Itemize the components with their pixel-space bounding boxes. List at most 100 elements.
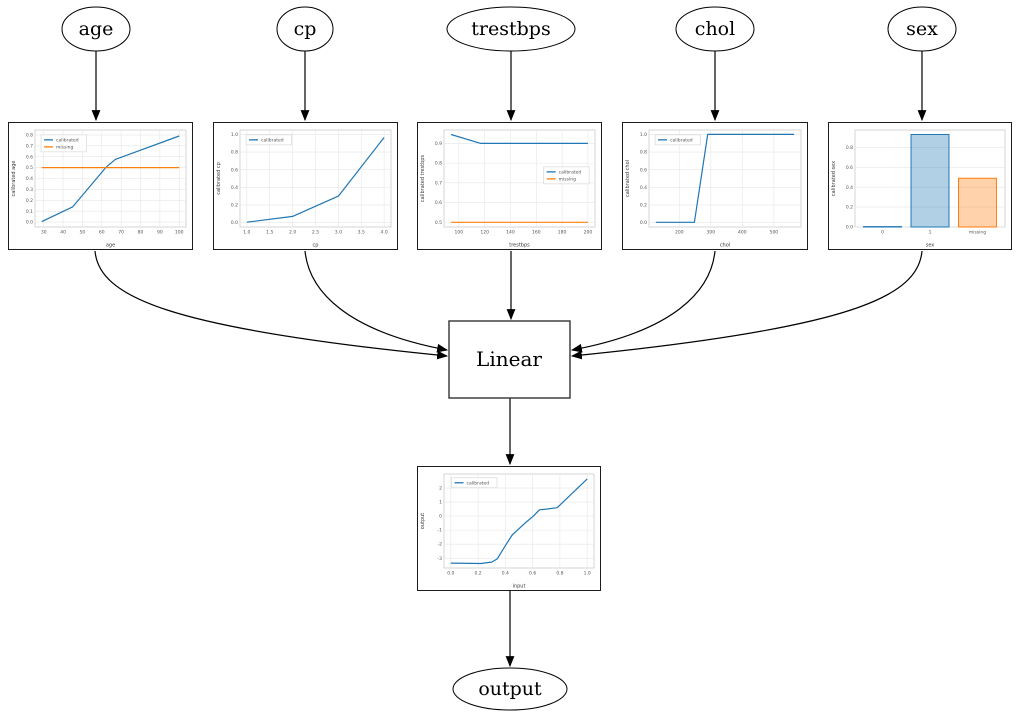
svg-text:1.0: 1.0 xyxy=(640,132,647,138)
edge-cholplot-to-linear xyxy=(570,250,716,353)
edge-sexplot-to-linear xyxy=(570,250,923,360)
svg-text:0.4: 0.4 xyxy=(846,185,853,191)
chol-label: chol xyxy=(695,18,735,40)
svg-text:100: 100 xyxy=(175,230,184,236)
sex-label: sex xyxy=(906,18,938,40)
svg-text:1.0: 1.0 xyxy=(231,132,238,138)
svg-text:400: 400 xyxy=(738,230,747,236)
svg-text:0.8: 0.8 xyxy=(26,133,33,139)
svg-text:0.0: 0.0 xyxy=(447,571,454,577)
svg-text:calibrated: calibrated xyxy=(559,169,582,175)
svg-text:4.0: 4.0 xyxy=(381,230,388,236)
svg-text:missing: missing xyxy=(559,176,576,182)
legend: calibrated xyxy=(451,477,498,489)
svg-text:0.6: 0.6 xyxy=(529,571,536,577)
svg-text:0.3: 0.3 xyxy=(26,187,33,193)
edges xyxy=(91,51,927,668)
svg-text:2: 2 xyxy=(439,486,442,492)
svg-text:-1: -1 xyxy=(438,528,443,534)
svg-text:0: 0 xyxy=(881,230,884,236)
x-axis-label: trestbps xyxy=(509,243,530,249)
svg-text:0.8: 0.8 xyxy=(846,145,853,151)
node-sex: sex xyxy=(887,6,957,52)
svg-text:200: 200 xyxy=(675,230,684,236)
svg-text:2.5: 2.5 xyxy=(312,230,319,236)
y-axis-label: calibrated sex xyxy=(831,161,837,196)
svg-text:0.6: 0.6 xyxy=(846,165,853,171)
x-axis-label: age xyxy=(106,243,115,249)
svg-text:0.2: 0.2 xyxy=(26,198,33,204)
svg-text:1: 1 xyxy=(439,500,442,506)
svg-text:500: 500 xyxy=(770,230,779,236)
svg-text:0.5: 0.5 xyxy=(26,165,33,171)
legend: calibrated xyxy=(245,134,292,146)
svg-text:70: 70 xyxy=(118,230,124,236)
svg-text:0.5: 0.5 xyxy=(435,220,442,226)
trestbps-label: trestbps xyxy=(471,18,550,40)
svg-text:140: 140 xyxy=(506,230,515,236)
svg-text:missing: missing xyxy=(969,230,986,236)
svg-text:0.0: 0.0 xyxy=(640,220,647,226)
x-axis-label: cp xyxy=(313,243,319,249)
node-linear: Linear xyxy=(448,320,571,399)
bar-1 xyxy=(910,133,950,228)
svg-text:0.8: 0.8 xyxy=(435,161,442,167)
edge-ageplot-to-linear xyxy=(94,250,449,360)
series-calibrated xyxy=(450,133,588,144)
svg-text:80: 80 xyxy=(138,230,144,236)
svg-text:0.7: 0.7 xyxy=(26,143,33,149)
y-axis-label: calibrated chol xyxy=(625,160,631,197)
svg-text:50: 50 xyxy=(80,230,86,236)
svg-text:0.2: 0.2 xyxy=(475,571,482,577)
age-ellipse xyxy=(61,6,131,52)
cp-label: cp xyxy=(294,18,317,40)
svg-text:300: 300 xyxy=(707,230,716,236)
svg-text:0.4: 0.4 xyxy=(231,185,238,191)
edge-cpplot-to-linear xyxy=(304,250,449,353)
svg-text:0.6: 0.6 xyxy=(26,154,33,160)
age-label: age xyxy=(79,18,114,40)
node-trestbps: trestbps xyxy=(446,6,576,52)
svg-text:calibrated: calibrated xyxy=(670,137,693,143)
svg-text:0.2: 0.2 xyxy=(846,205,853,211)
svg-text:0.7: 0.7 xyxy=(435,180,442,186)
svg-text:calibrated: calibrated xyxy=(467,480,490,486)
node-chol: chol xyxy=(675,6,755,52)
svg-text:0.8: 0.8 xyxy=(640,150,647,156)
node-output: output xyxy=(452,667,568,711)
svg-text:100: 100 xyxy=(455,230,464,236)
svg-text:0.2: 0.2 xyxy=(640,203,647,209)
svg-text:1: 1 xyxy=(929,230,932,236)
svg-text:0.8: 0.8 xyxy=(556,571,563,577)
svg-text:0.2: 0.2 xyxy=(231,203,238,209)
svg-text:-2: -2 xyxy=(438,542,443,548)
trestbps-ellipse xyxy=(446,6,576,52)
svg-text:160: 160 xyxy=(532,230,541,236)
svg-text:2.0: 2.0 xyxy=(289,230,296,236)
node-cp: cp xyxy=(276,6,334,52)
y-axis-label: calibrated age xyxy=(11,161,17,197)
svg-text:1.5: 1.5 xyxy=(266,230,273,236)
x-axis-label: sex xyxy=(926,243,935,249)
svg-text:0.4: 0.4 xyxy=(502,571,509,577)
svg-text:3.0: 3.0 xyxy=(335,230,342,236)
sex-ellipse xyxy=(887,6,957,52)
svg-text:0.4: 0.4 xyxy=(26,176,33,182)
plot-area xyxy=(443,473,595,569)
bars xyxy=(863,133,997,228)
svg-text:0.6: 0.6 xyxy=(435,200,442,206)
series-calibrated xyxy=(655,133,795,223)
y-axis-label: output xyxy=(420,513,426,530)
